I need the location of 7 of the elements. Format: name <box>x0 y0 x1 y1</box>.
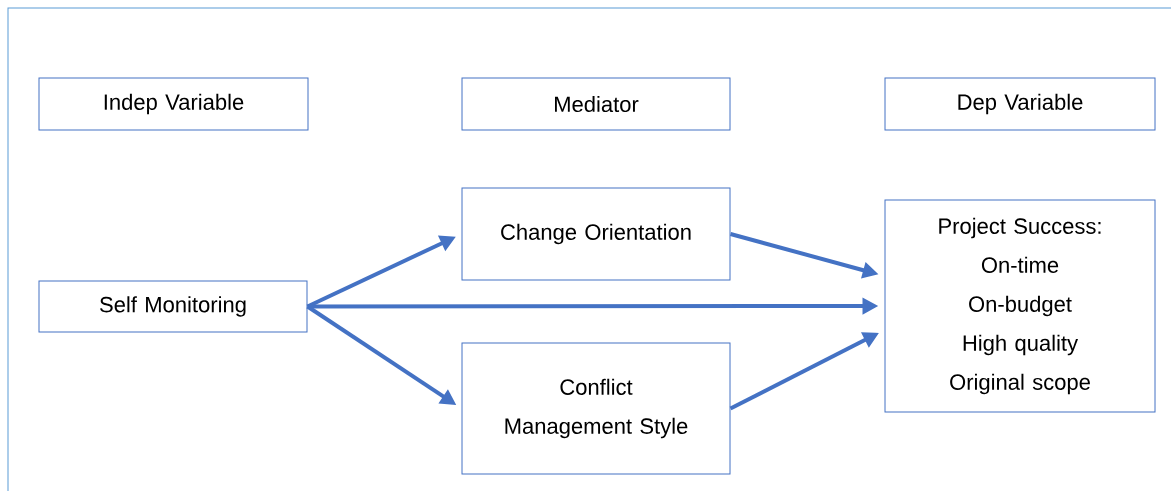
header-box: Indep Variable <box>38 77 309 131</box>
header-box: Dep Variable <box>884 77 1156 131</box>
process-box: Conflict Management Style <box>461 342 731 475</box>
process-box: Self Monitoring <box>38 280 308 333</box>
process-box: Change Orientation <box>461 187 731 281</box>
header-box: Mediator <box>461 77 731 131</box>
outcome-box: Project Success: On-time On-budget High quality Original scope <box>884 199 1156 413</box>
